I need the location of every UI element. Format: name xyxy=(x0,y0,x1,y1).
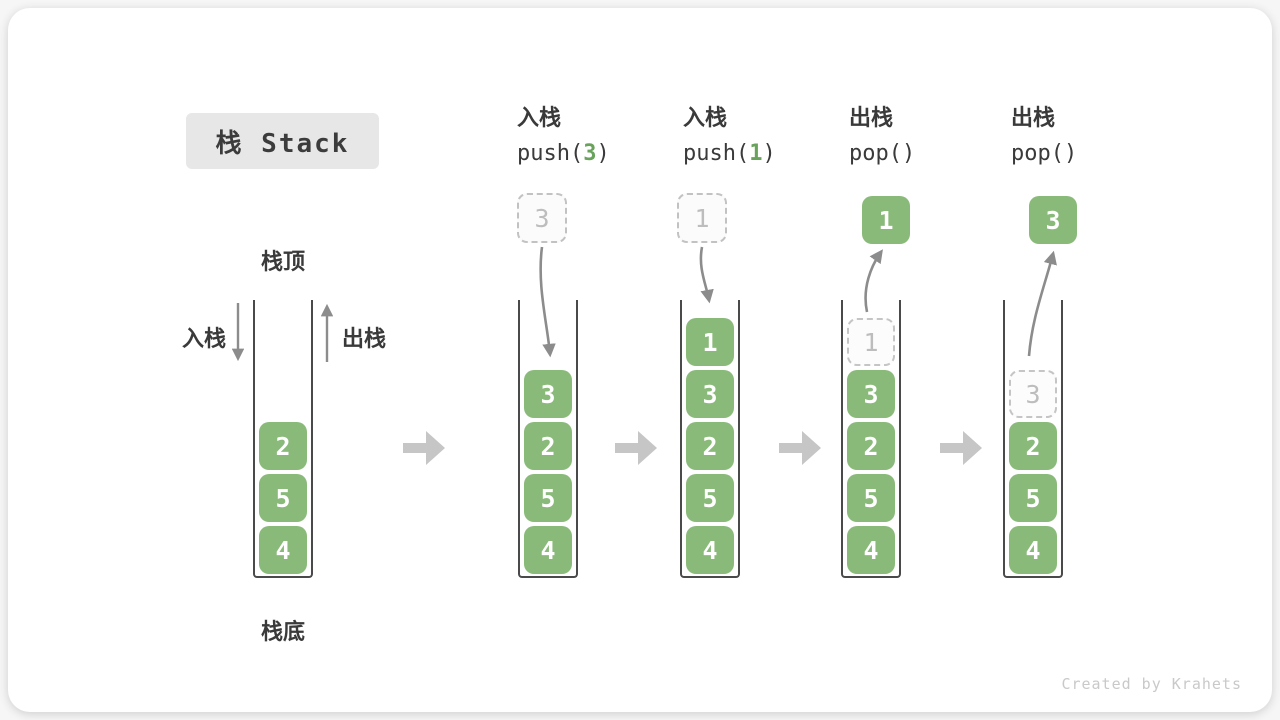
stack-cell: 2 xyxy=(847,422,895,470)
op-code: pop() xyxy=(1011,141,1078,166)
op-name: 出栈 xyxy=(1011,106,1056,131)
stack-cell: 3 xyxy=(847,370,895,418)
stack-cell: 4 xyxy=(259,526,307,574)
watermark-credit: Created by Krahets xyxy=(1061,675,1242,693)
popped-element-box: 1 xyxy=(862,196,910,244)
next-state-arrow-icon xyxy=(615,431,657,465)
stack-cell: 5 xyxy=(1009,474,1057,522)
stack-cell: 2 xyxy=(524,422,572,470)
next-state-arrow-icon xyxy=(779,431,821,465)
op-header-push-1: 入栈 push(1) xyxy=(683,104,776,169)
stack-cell: 4 xyxy=(686,526,734,574)
stack-top-label: 栈顶 xyxy=(260,250,305,275)
diagram-title-box: 栈 Stack xyxy=(186,113,379,169)
push-1-arrow-icon xyxy=(699,246,714,304)
op-arg: 1 xyxy=(749,141,763,166)
op-arg: 3 xyxy=(583,141,597,166)
op-header-pop-2: 出栈 pop() xyxy=(1011,104,1077,169)
stack-cell: 3 xyxy=(524,370,572,418)
popped-element-box: 3 xyxy=(1029,196,1077,244)
stack-cell: 3 xyxy=(686,370,734,418)
op-code: push(3) xyxy=(517,141,610,166)
op-name: 出栈 xyxy=(849,106,894,131)
op-header-pop-1: 出栈 pop() xyxy=(849,104,915,169)
op-code: pop() xyxy=(849,141,916,166)
stack-bottom-label: 栈底 xyxy=(260,620,305,645)
stack-cell: 5 xyxy=(847,474,895,522)
stack-cell: 5 xyxy=(686,474,734,522)
op-header-push-3: 入栈 push(3) xyxy=(517,104,610,169)
next-state-arrow-icon xyxy=(403,431,445,465)
stack-cell: 4 xyxy=(524,526,572,574)
stack-cell: 5 xyxy=(259,474,307,522)
incoming-element-box: 1 xyxy=(677,193,727,243)
op-name: 入栈 xyxy=(517,106,562,131)
stack-cell: 4 xyxy=(1009,526,1057,574)
push-side-label: 入栈 xyxy=(181,327,226,352)
op-code: push(1) xyxy=(683,141,776,166)
stack-cell: 2 xyxy=(686,422,734,470)
ghost-slot: 1 xyxy=(847,318,895,366)
op-name: 入栈 xyxy=(683,106,728,131)
stack-cell: 5 xyxy=(524,474,572,522)
stack-cell: 2 xyxy=(1009,422,1057,470)
next-state-arrow-icon xyxy=(940,431,982,465)
stack-cell: 2 xyxy=(259,422,307,470)
incoming-element-box: 3 xyxy=(517,193,567,243)
diagram-title: 栈 Stack xyxy=(215,128,350,159)
pop-side-label: 出栈 xyxy=(342,327,387,352)
stack-cell: 4 xyxy=(847,526,895,574)
stack-cell: 1 xyxy=(686,318,734,366)
ghost-slot: 3 xyxy=(1009,370,1057,418)
